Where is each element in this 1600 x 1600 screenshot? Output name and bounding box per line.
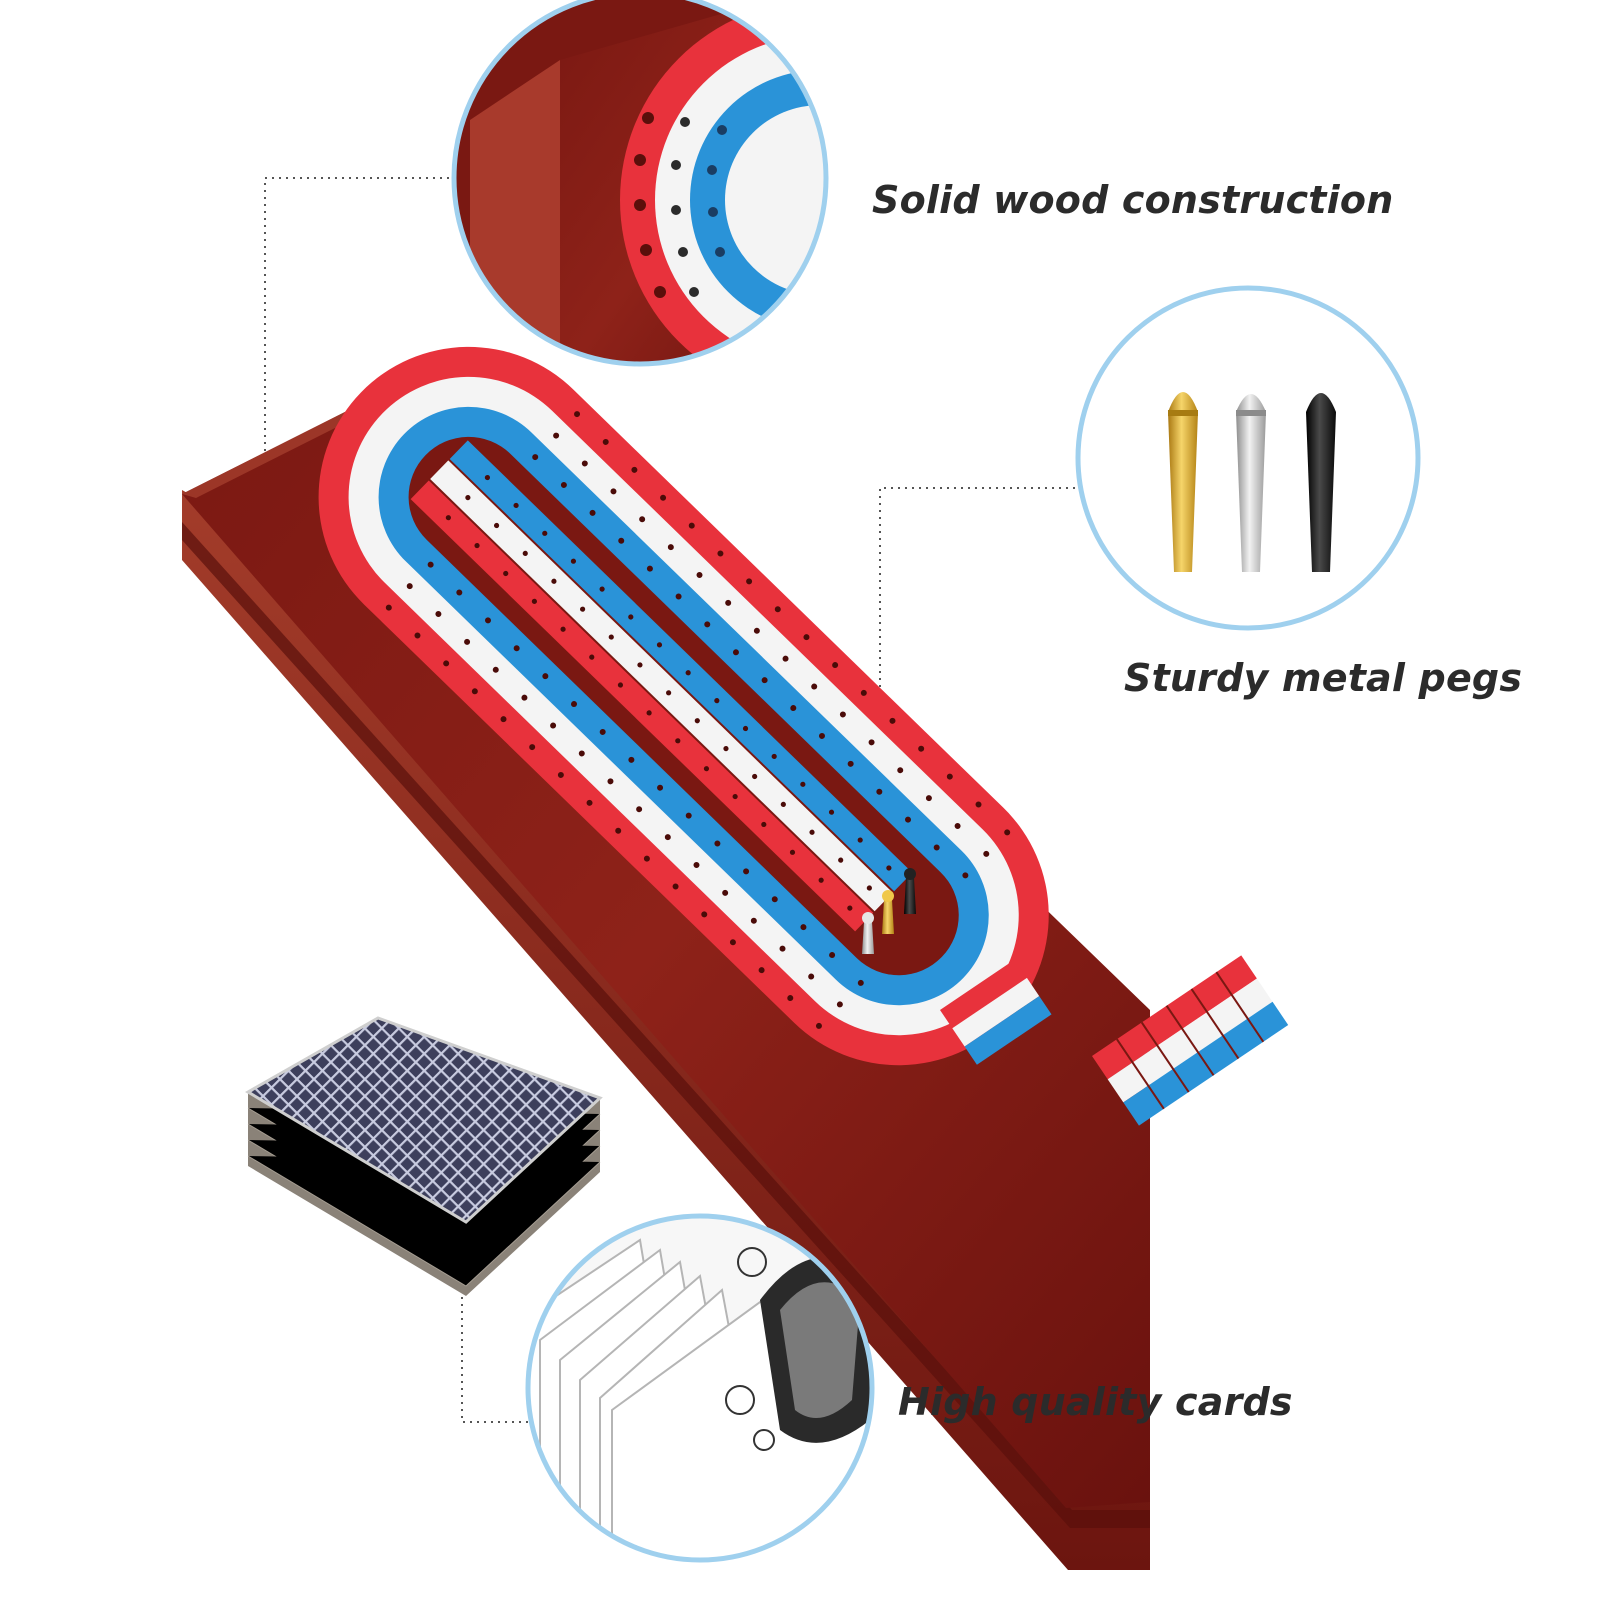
cribbage-board [182, 346, 1289, 1570]
deck-side [248, 1092, 600, 1296]
callout-wood-label: Solid wood construction [872, 178, 1394, 222]
zoom-circle-cards [525, 1213, 875, 1563]
holes-outer [385, 411, 1011, 1029]
board-peg-black [904, 878, 916, 914]
callout-cards-label: High quality cards [898, 1380, 1293, 1424]
small-score-grid [940, 959, 1052, 1065]
card-deck [245, 1016, 603, 1296]
zoom-peg-black [1306, 412, 1336, 572]
score-grid [1092, 955, 1289, 1126]
peg-track [318, 346, 1049, 1066]
holes-inner [427, 454, 969, 986]
fanned-cards-closeup [528, 1216, 872, 1560]
zoom-peg-gold [1168, 412, 1198, 572]
zoom-circle-wood [451, 0, 829, 367]
board-peg-silver [862, 922, 874, 954]
zoom-peg-silver [1236, 412, 1266, 572]
connector-wood [264, 177, 456, 470]
connector-cards [461, 1238, 528, 1423]
board-pegs [862, 868, 916, 954]
three-pegs-icon [1168, 392, 1336, 572]
board-peg-gold [882, 900, 894, 934]
callout-pegs-label: Sturdy metal pegs [1124, 656, 1523, 700]
zoom-circle-pegs [1075, 285, 1421, 631]
holes-mid [406, 432, 990, 1008]
holes-straight [445, 474, 892, 911]
deck-back [245, 1016, 603, 1224]
